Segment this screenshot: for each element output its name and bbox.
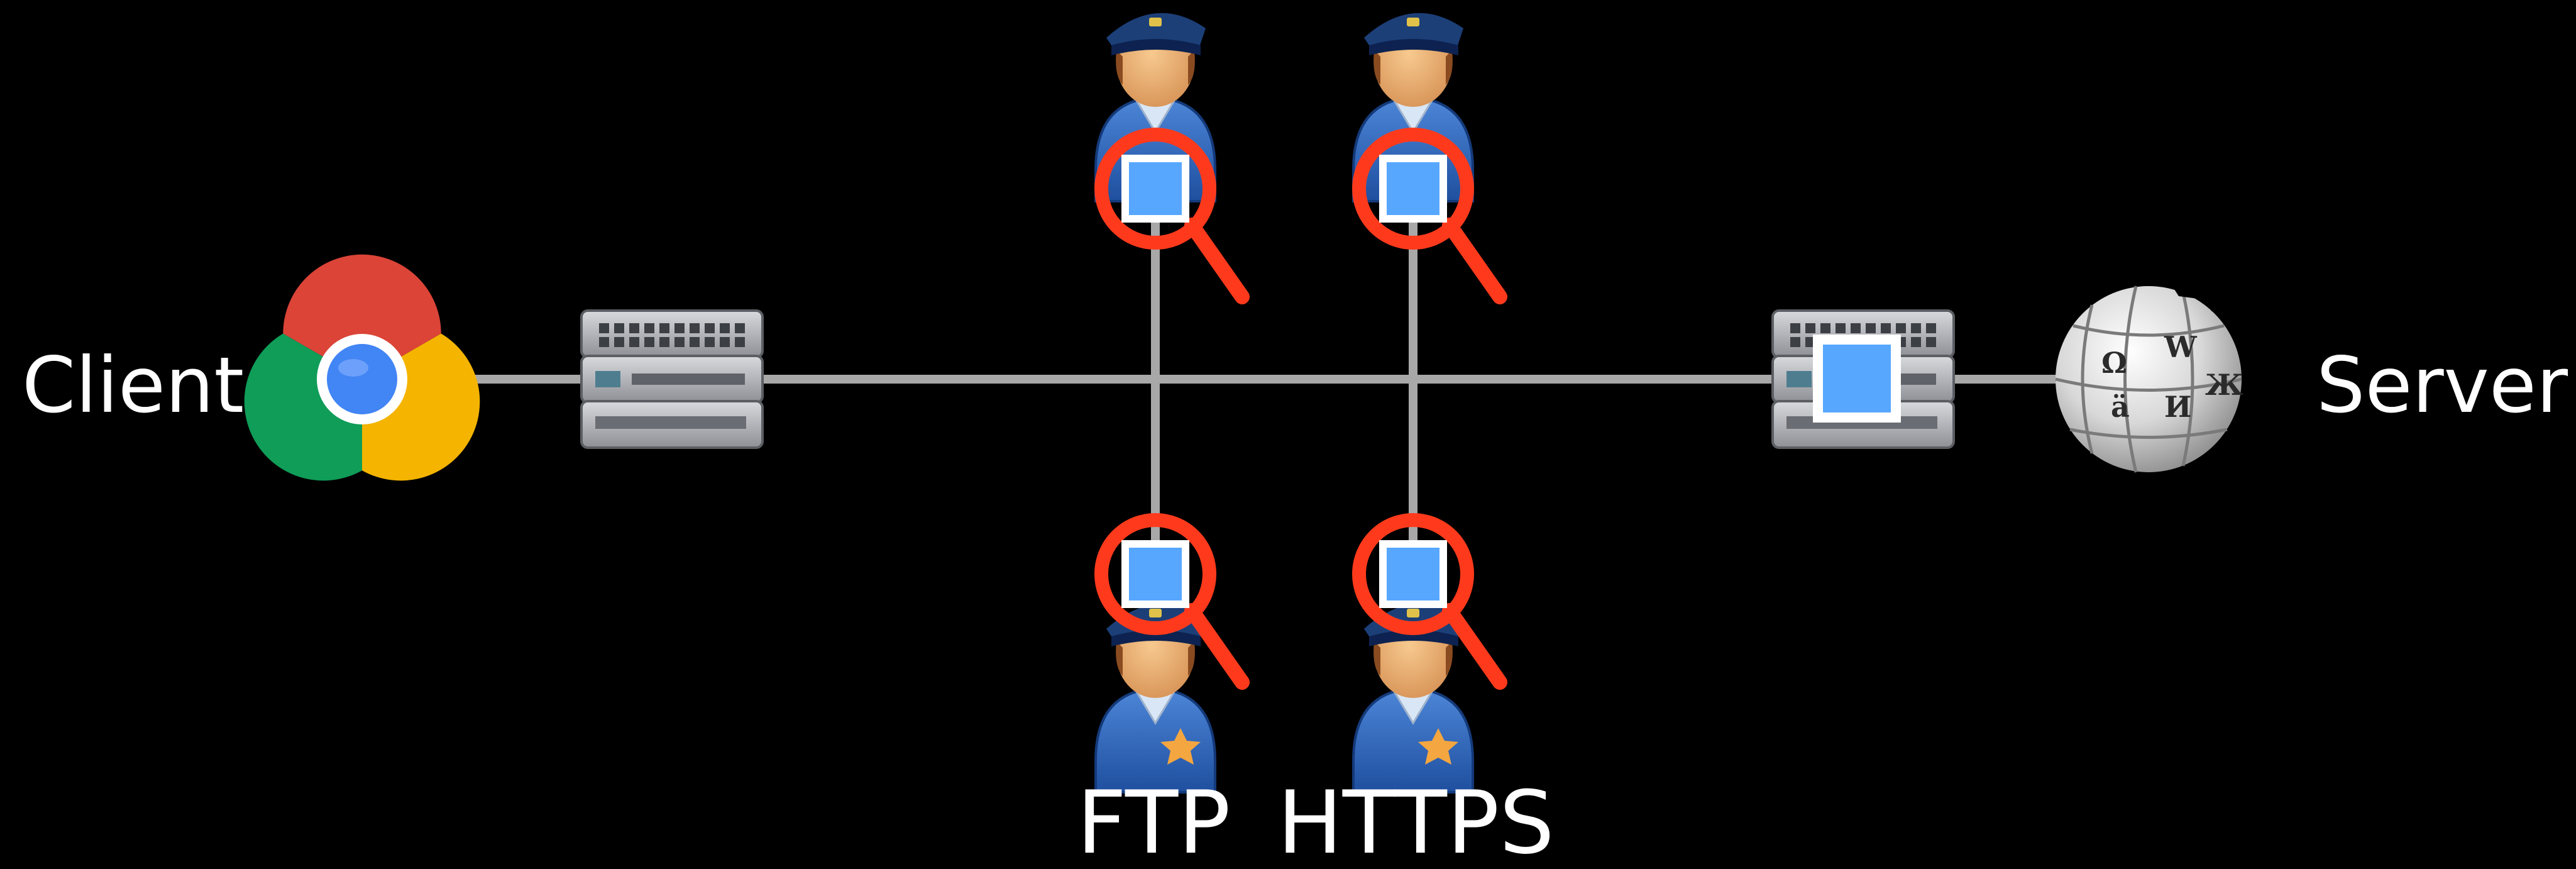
client-label: Client [22,341,245,430]
server-label: Server [2316,341,2568,430]
data-packet-icon [1813,335,1901,423]
svg-text:ä: ä [2111,390,2130,424]
police-officer-icon-https-bottom [1352,602,1474,794]
ftp-label: FTP [1077,772,1231,869]
svg-text:Ω: Ω [2101,346,2127,380]
svg-text:Ж: Ж [2205,368,2243,402]
magnifying-glass-icon-https-top [1359,135,1500,297]
chrome-browser-icon [244,254,480,481]
svg-text:И: И [2164,390,2191,424]
magnifying-glass-icon-ftp-top [1101,135,1242,297]
https-label: HTTPS [1277,772,1555,869]
police-officer-icon-ftp-bottom [1094,602,1216,794]
network-router-icon-left [580,309,764,449]
svg-text:W: W [2164,330,2198,364]
wikipedia-globe-icon: Ω W ä И Ж [2055,279,2243,473]
